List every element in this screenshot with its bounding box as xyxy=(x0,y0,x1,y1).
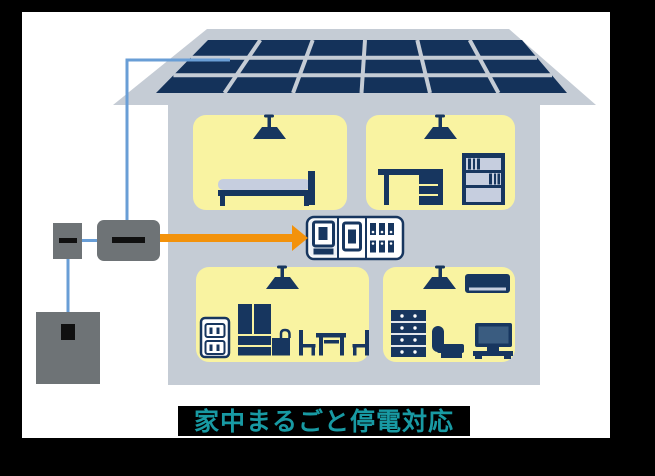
wiring xyxy=(66,58,230,314)
secondary-breaker xyxy=(342,221,362,252)
armchair-icon xyxy=(432,326,464,358)
chair-icon xyxy=(299,330,316,356)
solar-panel-array-icon xyxy=(156,38,567,95)
bed-icon xyxy=(218,171,315,206)
study-pendant-light-icon xyxy=(424,114,457,139)
main-breaker xyxy=(312,220,335,255)
refrigerator-icon xyxy=(238,304,271,356)
caption-text: 家中まるごと停電対応 xyxy=(193,406,454,436)
drawer-knobs xyxy=(400,314,417,354)
chest-of-drawers-icon xyxy=(391,310,426,357)
flow-arrow-icon xyxy=(160,225,308,251)
power-conditioner-icon xyxy=(97,220,160,261)
wall-outlet-icon xyxy=(199,316,231,359)
caption-band: 家中まるごと停電対応 xyxy=(178,406,470,436)
bookshelf-icon xyxy=(462,153,505,205)
solar-grid-lines xyxy=(173,38,552,95)
chair-icon xyxy=(352,330,369,356)
bedroom-pendant-light-icon xyxy=(253,114,286,139)
branch-breakers xyxy=(370,223,394,253)
living-pendant-light-icon xyxy=(423,265,456,289)
desk-icon xyxy=(378,169,443,205)
rice-cooker-icon xyxy=(272,328,291,356)
power-meter-box-icon xyxy=(53,223,82,259)
distribution-board-icon xyxy=(305,215,405,261)
books xyxy=(468,158,500,185)
dining-table-icon xyxy=(316,333,346,356)
wire-solar-to-conditioner xyxy=(125,58,230,222)
storage-battery-icon xyxy=(36,312,100,384)
dining-pendant-light-icon xyxy=(266,265,299,289)
tv-icon xyxy=(473,323,513,359)
air-conditioner-icon xyxy=(465,274,510,293)
